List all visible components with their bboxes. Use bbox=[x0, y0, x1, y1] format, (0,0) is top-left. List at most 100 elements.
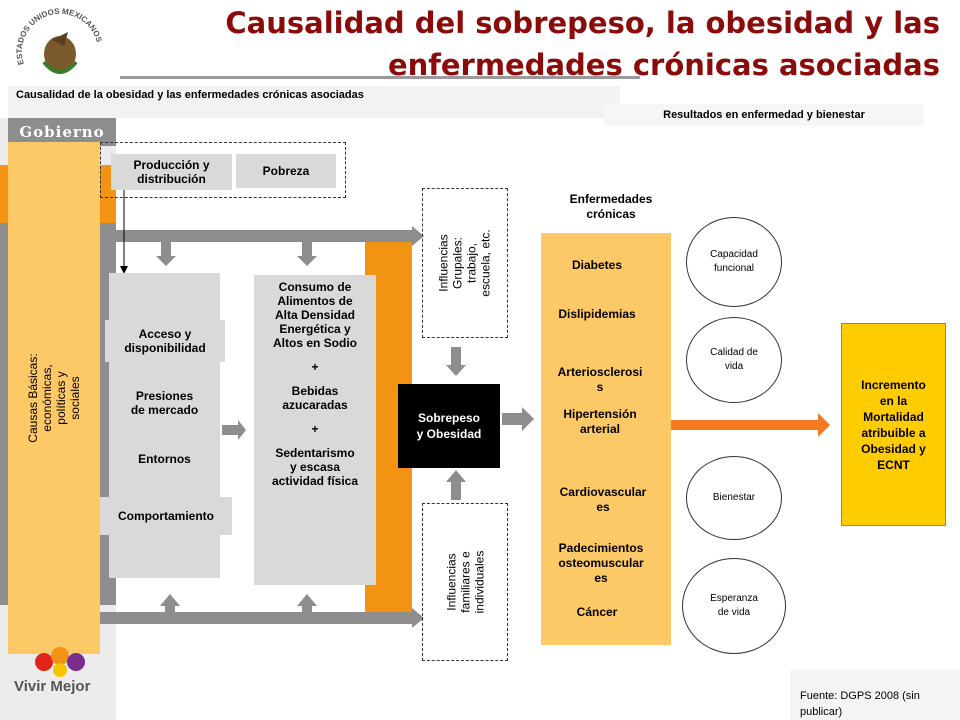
enfermedades-heading-line-1: Enfermedades bbox=[569, 192, 653, 206]
grupales-down-arrow bbox=[446, 347, 466, 376]
esperanza-line-1: Esperanza bbox=[710, 593, 758, 604]
result-line-3: Mortalidad bbox=[863, 409, 924, 424]
plus-sign-2: + bbox=[311, 422, 319, 436]
grupales-line-1: Influencias bbox=[437, 234, 451, 292]
bebidas-line-1: Bebidas bbox=[291, 384, 339, 398]
title-line-1: Causalidad del sobrepeso, la obesidad y … bbox=[225, 6, 940, 40]
capacidad-line-1: Capacidad bbox=[710, 249, 758, 260]
fuente-line-1: Fuente: DGPS 2008 (sin bbox=[800, 690, 920, 702]
oval-esperanza-vida: Esperanza de vida bbox=[682, 558, 786, 654]
consumo-box: Consumo de Alimentos de Alta Densidad En… bbox=[254, 275, 376, 585]
bottom-wide-arrow bbox=[92, 608, 424, 628]
presiones-line-1: Presiones bbox=[135, 389, 194, 403]
result-line-6: ECNT bbox=[877, 457, 910, 472]
disease-dislipidemias: Dislipidemias bbox=[558, 307, 636, 321]
acceso-line-2: disponibilidad bbox=[124, 341, 206, 355]
disease-padecimientos: Padecimientos osteomuscular es bbox=[541, 541, 661, 586]
produccion-distribucion-box: Producción y distribución bbox=[111, 154, 232, 190]
sobrepeso-line-1: Sobrepeso bbox=[417, 411, 480, 425]
oval-capacidad-funcional: Capacidad funcional bbox=[686, 217, 782, 307]
hiper-line-1: Hipertensión bbox=[563, 407, 637, 421]
consumo-line-5: Altos en Sodio bbox=[273, 336, 357, 350]
influencias-familiares-text: Influencias familiares e individuales bbox=[444, 551, 486, 614]
disease-cancer: Cáncer bbox=[576, 605, 618, 619]
consumo-line-4: Energética y bbox=[279, 322, 351, 336]
hiper-line-2: arterial bbox=[579, 422, 621, 436]
pade-line-1: Padecimientos bbox=[558, 541, 644, 555]
presiones-mercado-label: Presiones de mercado bbox=[109, 386, 220, 420]
influencias-familiares-box: Influencias familiares e individuales bbox=[422, 503, 508, 661]
sobrepeso-line-2: y Obesidad bbox=[416, 427, 482, 441]
entornos-label: Entornos bbox=[138, 452, 191, 466]
grupales-line-2: Grupales: bbox=[451, 236, 465, 290]
result-line-2: en la bbox=[879, 393, 908, 408]
presiones-line-2: de mercado bbox=[130, 403, 199, 417]
outcome-orange-arrow bbox=[671, 413, 830, 437]
consumo-line-2: Alimentos de bbox=[277, 294, 353, 308]
cardio-line-2: es bbox=[596, 500, 610, 514]
enfermedades-heading-line-2: crónicas bbox=[586, 207, 636, 221]
result-line-4: atribuible a bbox=[861, 425, 926, 440]
produccion-connector-arrowhead bbox=[120, 266, 128, 274]
acceso-line-1: Acceso y bbox=[138, 327, 192, 341]
pade-line-2: osteomuscular bbox=[558, 556, 644, 570]
result-line-5: Obesidad y bbox=[861, 441, 926, 456]
up-arrow-1 bbox=[160, 594, 180, 612]
factors-to-consumo-arrow bbox=[222, 420, 246, 440]
sedentarismo-line-3: actividad física bbox=[271, 474, 359, 488]
familiares-line-3: individuales bbox=[472, 550, 486, 614]
sobrepeso-obesidad-box: Sobrepeso y Obesidad bbox=[398, 384, 500, 468]
disease-hipertension: Hipertensión arterial bbox=[541, 407, 659, 437]
result-line-1: Incremento bbox=[861, 377, 926, 392]
up-arrow-2 bbox=[297, 594, 317, 612]
title-rule bbox=[120, 76, 640, 79]
produccion-line-2: distribución bbox=[137, 172, 206, 186]
source-note: Fuente: DGPS 2008 (sin publicar) bbox=[790, 670, 960, 720]
consumo-line-3: Alta Densidad bbox=[274, 308, 355, 322]
sedentarismo-line-1: Sedentarismo bbox=[275, 446, 355, 460]
influencias-grupales-box: Influencias Grupales: trabajo, escuela, … bbox=[422, 188, 508, 338]
causas-basicas-text: Causas Básicas: económicas, políticas y … bbox=[26, 352, 82, 444]
cardio-line-1: Cardiovascular bbox=[559, 485, 647, 499]
influencias-grupales-text: Influencias Grupales: trabajo, escuela, … bbox=[437, 229, 493, 296]
oval-bienestar: Bienestar bbox=[686, 456, 782, 540]
disease-arteriosclerosis: Arteriosclerosi s bbox=[541, 365, 659, 395]
top-wide-arrow bbox=[92, 226, 424, 246]
vivir-mejor-label: Vivir Mejor bbox=[14, 678, 91, 695]
causas-basicas-box: Causas Básicas: económicas, políticas y … bbox=[8, 142, 100, 654]
acceso-disponibilidad-box: Acceso y disponibilidad bbox=[105, 320, 225, 362]
causas-line-2: económicas, políticas y sociales bbox=[40, 364, 82, 432]
consumo-line-1: Consumo de bbox=[278, 280, 352, 294]
familiares-up-arrow bbox=[446, 470, 466, 500]
bebidas-line-2: azucaradas bbox=[282, 398, 348, 412]
esperanza-line-2: de vida bbox=[717, 607, 751, 618]
mortalidad-result-box: Incremento en la Mortalidad atribuible a… bbox=[841, 323, 946, 526]
calidad-line-1: Calidad de bbox=[710, 347, 758, 358]
enfermedades-column bbox=[541, 233, 671, 645]
sedentarismo-line-2: y escasa bbox=[289, 460, 341, 474]
plus-sign-1: + bbox=[311, 360, 319, 374]
comportamiento-box: Comportamiento bbox=[100, 497, 232, 535]
grupales-line-4: escuela, etc. bbox=[479, 229, 493, 297]
results-label: Resultados en enfermedad y bienestar bbox=[604, 104, 924, 126]
fuente-line-2: publicar) bbox=[800, 706, 843, 718]
enfermedades-heading: Enfermedades crónicas bbox=[551, 192, 671, 222]
produccion-line-1: Producción y bbox=[133, 158, 210, 172]
calidad-line-2: vida bbox=[724, 361, 744, 372]
coat-of-arms-icon: ESTADOS UNIDOS MEXICANOS bbox=[15, 7, 104, 74]
vivir-mejor-logo-icon bbox=[35, 647, 85, 677]
disease-diabetes: Diabetes bbox=[571, 258, 623, 272]
familiares-line-1: Influencias bbox=[444, 553, 458, 611]
arterio-line-2: s bbox=[596, 380, 604, 394]
disease-cardiovasculares: Cardiovascular es bbox=[541, 485, 665, 515]
produccion-pobreza-group bbox=[100, 142, 346, 198]
familiares-line-2: familiares e bbox=[458, 551, 472, 613]
capacidad-line-2: funcional bbox=[713, 263, 755, 274]
pade-line-3: es bbox=[594, 571, 608, 585]
gobierno-label: Gobierno bbox=[8, 118, 116, 146]
down-arrow-1 bbox=[156, 242, 176, 266]
diagram-subtitle: Causalidad de la obesidad y las enfermed… bbox=[8, 86, 620, 118]
arterio-line-1: Arteriosclerosi bbox=[557, 365, 643, 379]
causas-line-1: Causas Básicas: bbox=[26, 353, 40, 443]
